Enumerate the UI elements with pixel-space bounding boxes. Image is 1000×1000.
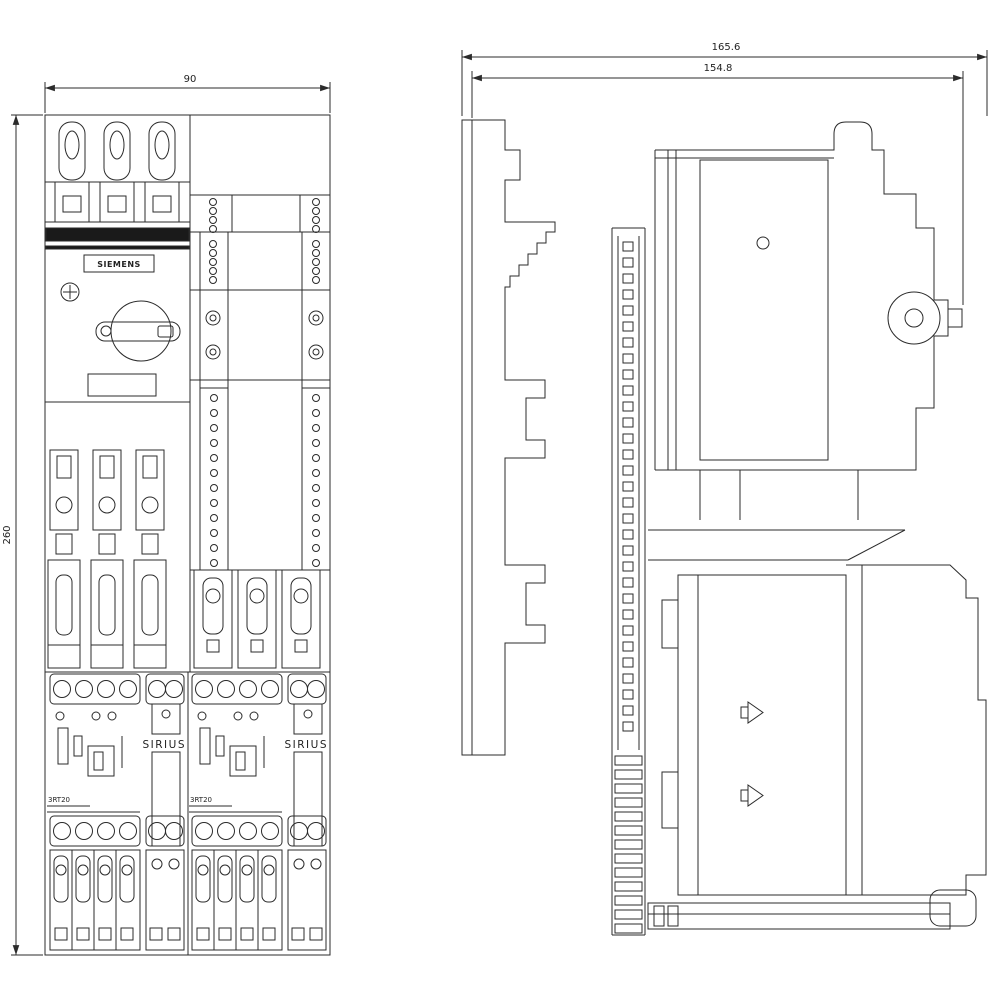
mounting-plate <box>461 119 556 756</box>
dimension-front-height: 260 <box>2 114 43 956</box>
screw-icon <box>60 282 80 302</box>
front-width-value: 90 <box>184 74 197 85</box>
dimension-front-width: 90 <box>44 74 331 113</box>
starter-top-terminals <box>58 121 176 181</box>
starter-lower-terminals <box>47 449 167 669</box>
horn-icon <box>740 701 764 724</box>
sirius-label: SIRIUS <box>142 739 186 751</box>
side-overall-value: 165.6 <box>712 42 741 53</box>
horn-icon <box>740 784 764 807</box>
rotary-handle <box>95 300 181 362</box>
dimension-side-overall: 165.6 <box>461 42 988 116</box>
busbar-adapter <box>190 194 331 669</box>
side-view <box>461 119 987 936</box>
contactor-front-right: SIRIUS 3RT20 <box>189 673 328 951</box>
contactor-side-profile <box>647 529 987 930</box>
side-knob <box>887 291 941 345</box>
side-depth-value: 154.8 <box>704 63 733 74</box>
contactor-front-left: SIRIUS 3RT20 <box>47 673 186 951</box>
sirius-label: SIRIUS <box>284 739 328 751</box>
starter-terminal-blocks <box>45 181 190 223</box>
knob-shaft <box>947 308 963 328</box>
label-window <box>87 373 157 397</box>
front-view: SIEMENS <box>44 114 331 956</box>
siemens-logo: SIEMENS <box>83 254 155 273</box>
foot <box>929 889 977 927</box>
model-label: 3RT20 <box>190 796 212 804</box>
model-label: 3RT20 <box>48 796 70 804</box>
din-rail <box>611 227 646 936</box>
dimension-side-depth: 154.8 <box>471 63 964 305</box>
dark-band <box>45 227 190 242</box>
brand-label: SIEMENS <box>97 260 141 269</box>
breaker-side-profile <box>654 121 963 520</box>
front-height-value: 260 <box>2 525 13 544</box>
